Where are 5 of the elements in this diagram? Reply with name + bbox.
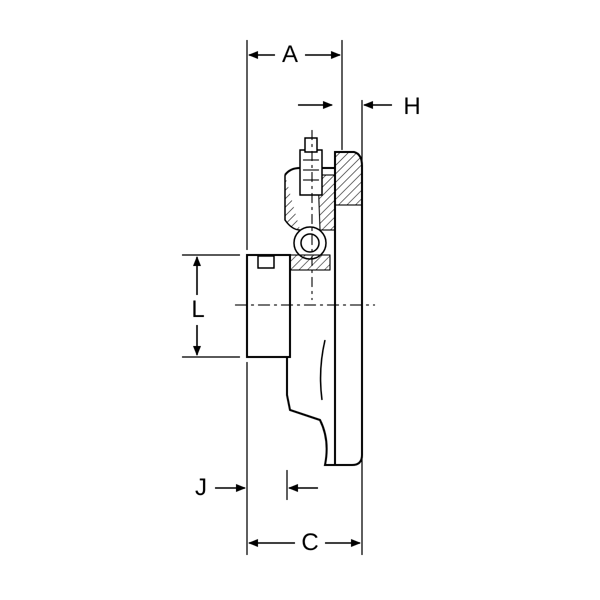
dimension-label: C	[301, 531, 319, 555]
dimension-label: J	[195, 476, 207, 500]
dimension-label: H	[403, 95, 421, 119]
dimension-label: A	[282, 43, 298, 67]
dimension-label: L	[191, 298, 205, 322]
